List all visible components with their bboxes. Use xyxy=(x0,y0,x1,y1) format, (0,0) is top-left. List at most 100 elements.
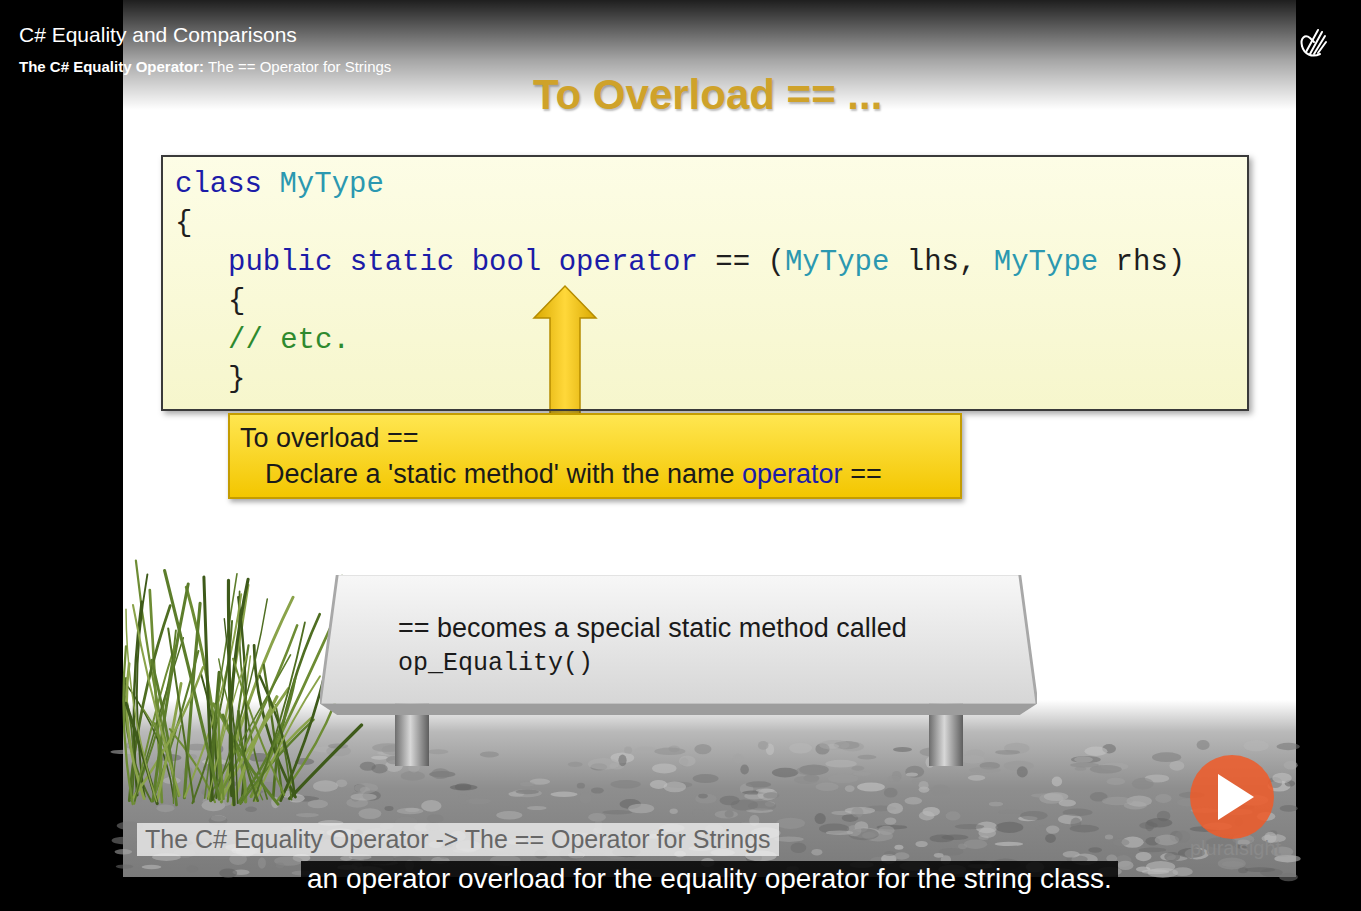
stone xyxy=(826,830,853,835)
stone xyxy=(371,756,388,760)
slide-ground xyxy=(123,0,1296,877)
code-line: { xyxy=(175,282,1233,321)
stone xyxy=(774,837,803,842)
stone xyxy=(878,826,894,835)
stone xyxy=(763,792,779,798)
stone xyxy=(978,828,996,838)
code-line: // etc. xyxy=(175,321,1233,360)
stone xyxy=(733,754,744,764)
stone xyxy=(112,837,138,845)
slide-title: To Overload == ... xyxy=(533,68,882,121)
stone xyxy=(1175,831,1191,843)
stone xyxy=(296,813,319,817)
stone xyxy=(1085,747,1108,756)
stone xyxy=(1245,867,1275,872)
text-run: MyType xyxy=(994,246,1098,279)
stone xyxy=(358,808,381,819)
stone xyxy=(186,866,198,873)
text-run: MyType xyxy=(279,168,383,201)
stone xyxy=(915,841,927,847)
stone xyxy=(796,766,826,775)
stone xyxy=(591,787,604,793)
hand-icon xyxy=(1302,30,1326,56)
stone xyxy=(857,755,876,760)
stone xyxy=(1132,778,1154,790)
stone xyxy=(308,800,329,808)
stone xyxy=(427,814,444,823)
stone xyxy=(894,852,910,859)
stone xyxy=(887,803,903,814)
box-text: op_Equality() xyxy=(398,646,997,682)
stone xyxy=(894,845,903,850)
stone xyxy=(496,811,522,819)
sign-outline xyxy=(320,575,1037,715)
stone xyxy=(1277,743,1300,750)
stone xyxy=(893,747,912,752)
stone xyxy=(1222,861,1244,867)
stone xyxy=(258,857,266,868)
stone xyxy=(958,844,967,850)
grass-blade xyxy=(228,580,234,804)
stone xyxy=(964,839,987,849)
stone xyxy=(995,750,1020,755)
stone xyxy=(1218,858,1246,870)
stone xyxy=(1284,761,1298,769)
stone xyxy=(1155,794,1171,803)
stone xyxy=(1088,847,1102,853)
sign-board: == becomes a special static method calle… xyxy=(320,575,1037,715)
stone xyxy=(610,780,640,788)
stone xyxy=(1197,740,1210,750)
stone xyxy=(919,811,935,820)
stone xyxy=(1118,861,1134,870)
text-run: operator xyxy=(559,246,698,279)
stone xyxy=(421,800,441,812)
grass-blade xyxy=(126,609,157,801)
stone-ground xyxy=(123,700,1296,877)
stone xyxy=(942,835,969,841)
grass-blade xyxy=(165,571,220,800)
stone xyxy=(1045,834,1056,843)
stone xyxy=(695,794,717,804)
stone xyxy=(466,798,491,804)
stone xyxy=(1136,852,1152,861)
stone xyxy=(857,783,885,792)
module-title: The C# Equality Operator: The == Operato… xyxy=(19,57,391,76)
stone xyxy=(884,851,896,856)
grass-blade xyxy=(290,725,362,799)
stone xyxy=(853,772,872,776)
stone xyxy=(692,809,704,817)
stone xyxy=(480,751,499,757)
stone xyxy=(1142,869,1170,874)
stone xyxy=(1070,762,1099,767)
course-title: C# Equality and Comparisons xyxy=(19,22,297,48)
stone xyxy=(512,789,542,797)
stone xyxy=(1139,848,1167,853)
stone xyxy=(1107,778,1126,785)
stone xyxy=(624,747,632,754)
stone xyxy=(450,784,478,790)
stone xyxy=(405,808,420,812)
stone xyxy=(694,744,711,754)
stone xyxy=(579,792,591,803)
block-arrow xyxy=(534,286,596,415)
stone xyxy=(919,781,929,790)
stone xyxy=(568,762,583,767)
stone xyxy=(577,783,585,789)
logo-circle xyxy=(1190,755,1274,839)
stone xyxy=(693,774,719,783)
stone xyxy=(1102,797,1133,806)
stone xyxy=(884,788,898,798)
stone xyxy=(815,813,826,824)
stone xyxy=(1063,851,1080,858)
stone xyxy=(628,804,654,814)
stone xyxy=(698,794,708,799)
stone xyxy=(458,794,469,804)
logo-play xyxy=(1218,774,1254,820)
stone xyxy=(401,771,425,781)
stone xyxy=(825,760,856,768)
stone xyxy=(142,865,162,869)
stone xyxy=(1074,756,1093,763)
stone xyxy=(1105,835,1113,840)
stone xyxy=(968,775,986,781)
